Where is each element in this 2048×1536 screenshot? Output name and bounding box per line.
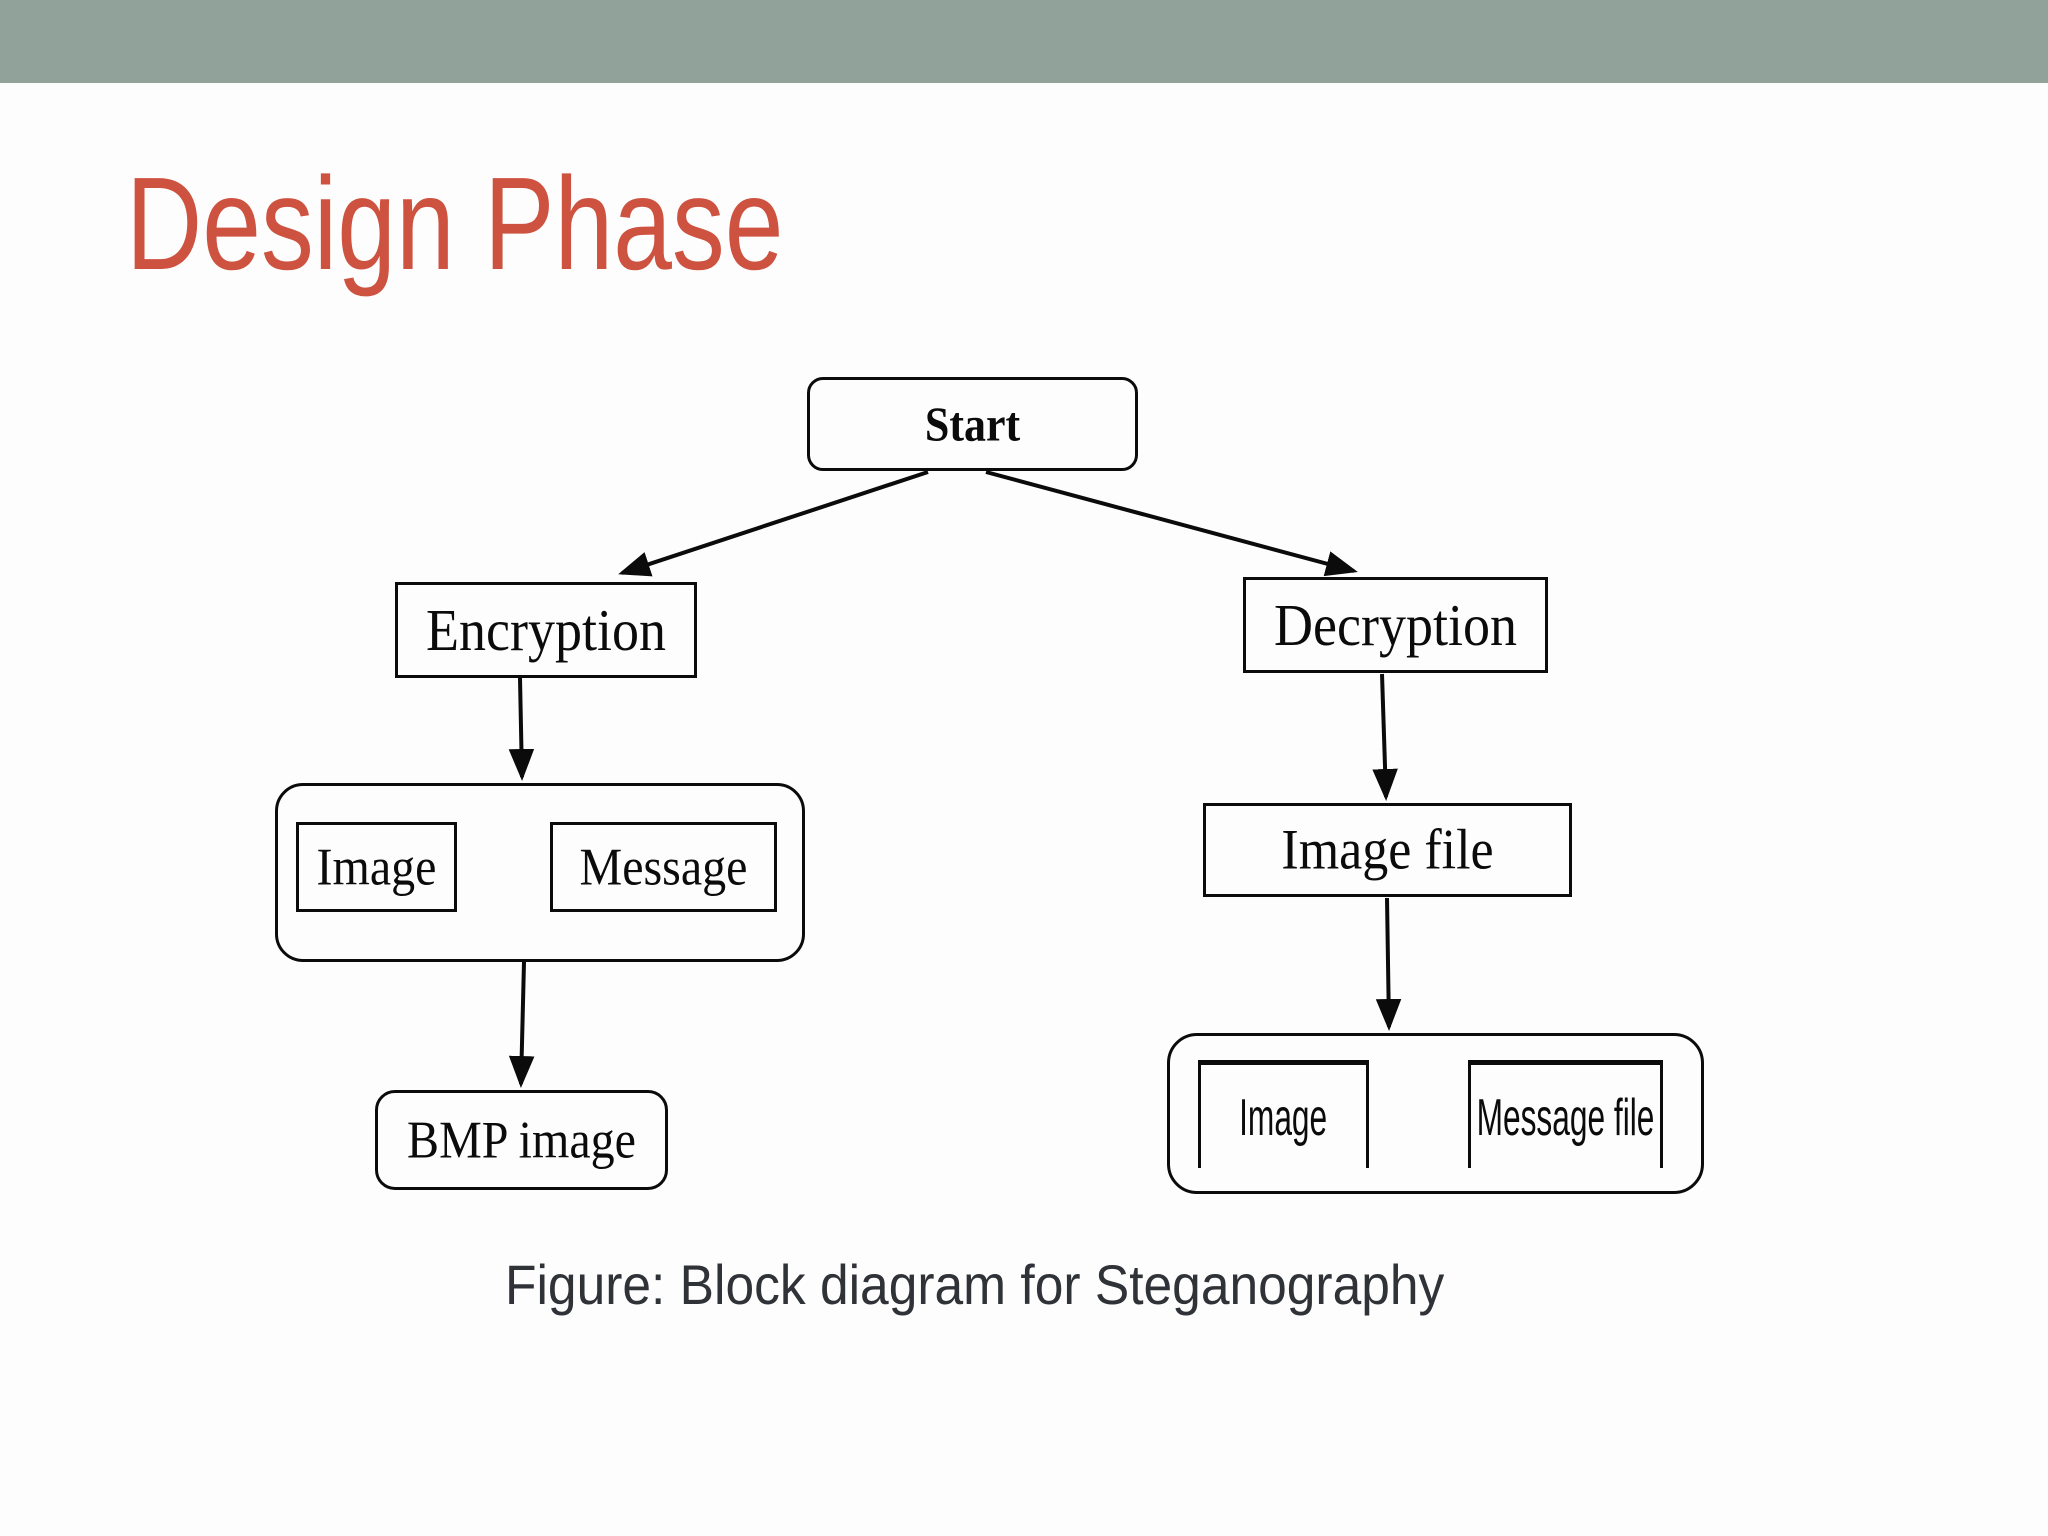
- node-decryption-outputs-group: Image Message file: [1167, 1033, 1704, 1194]
- top-accent-bar: [0, 0, 2048, 83]
- edge-inputs-group-to-bmp: [508, 961, 535, 1088]
- node-image-input-label: Image: [316, 837, 437, 897]
- node-image-output-label: Image: [1239, 1089, 1328, 1147]
- edge-imagefile-to-outputs-group: [1375, 897, 1402, 1031]
- node-decryption: Decryption: [1243, 577, 1548, 673]
- node-message-file-output: Message file: [1468, 1060, 1663, 1168]
- node-message-file-output-label: Message file: [1476, 1089, 1655, 1147]
- edge-start-to-decryption: [985, 470, 1358, 577]
- figure-caption-text: Figure: Block diagram for Steganography: [505, 1253, 1445, 1316]
- node-encryption-inputs-group: Image Message: [275, 783, 805, 962]
- node-image-file-label: Image file: [1281, 818, 1494, 882]
- node-encryption: Encryption: [395, 582, 697, 678]
- node-message-input-label: Message: [579, 837, 748, 897]
- node-bmp-image-label: BMP image: [407, 1110, 636, 1170]
- node-image-output: Image: [1198, 1060, 1369, 1168]
- node-bmp-image: BMP image: [375, 1090, 668, 1190]
- node-encryption-label: Encryption: [426, 597, 666, 663]
- node-image-input: Image: [296, 822, 457, 912]
- edge-decryption-to-imagefile: [1372, 673, 1398, 801]
- edge-start-to-encryption: [618, 470, 929, 577]
- slide-title: Design Phase: [126, 158, 948, 290]
- node-decryption-label: Decryption: [1274, 592, 1517, 658]
- node-message-input: Message: [550, 822, 777, 912]
- edge-encryption-to-inputs-group: [508, 677, 535, 781]
- node-image-file: Image file: [1203, 803, 1572, 897]
- slide-title-text: Design Phase: [126, 150, 784, 297]
- node-start: Start: [807, 377, 1138, 471]
- figure-caption: Figure: Block diagram for Steganography: [505, 1253, 1526, 1317]
- node-start-label: Start: [924, 397, 1021, 451]
